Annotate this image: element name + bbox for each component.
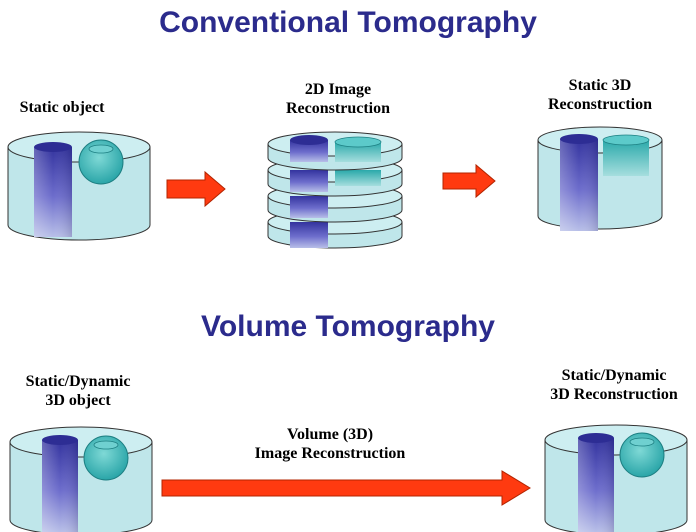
sphere	[78, 139, 124, 185]
long-arrow-right	[161, 470, 531, 506]
label-volrecon-line1: Volume (3D)	[286, 426, 374, 443]
label-static-object: Static object	[2, 98, 122, 117]
label-static-object-text: Static object	[19, 99, 105, 116]
label-dynrecon-line1: Static/Dynamic	[561, 367, 667, 384]
label-dynrecon-line2: 3D Reconstruction	[550, 386, 678, 403]
label-static-dynamic-3d-object: Static/Dynamic 3D object	[2, 372, 154, 410]
arrow-right	[442, 163, 496, 199]
label-static-3d-reconstruction: Static 3D Reconstruction	[525, 76, 675, 114]
arrow-right	[166, 170, 226, 208]
static-3d-reconstruction-container	[537, 126, 663, 231]
label-2d-line2: Reconstruction	[286, 100, 390, 117]
dynamic-3d-reconstruction-container	[544, 424, 688, 532]
label-static-dynamic-3d-reconstruction: Static/Dynamic 3D Reconstruction	[532, 366, 696, 404]
label-static3d-line1: Static 3D	[568, 77, 632, 94]
label-2d-image-reconstruction: 2D Image Reconstruction	[258, 80, 418, 118]
title-conventional-tomography: Conventional Tomography	[159, 6, 537, 39]
static-object-container	[7, 131, 151, 241]
label-dynobj-line1: Static/Dynamic	[25, 373, 131, 390]
label-static3d-line2: Reconstruction	[548, 96, 652, 113]
label-volrecon-line2: Image Reconstruction	[254, 445, 406, 462]
column-cylinder	[34, 142, 72, 237]
title-volume-tomography: Volume Tomography	[201, 310, 495, 343]
stacked-slices	[267, 131, 403, 249]
label-dynobj-line2: 3D object	[45, 392, 111, 409]
label-2d-line1: 2D Image	[304, 81, 372, 98]
label-volume-3d-image-reconstruction: Volume (3D) Image Reconstruction	[230, 425, 430, 463]
dynamic-object-container	[9, 426, 153, 532]
